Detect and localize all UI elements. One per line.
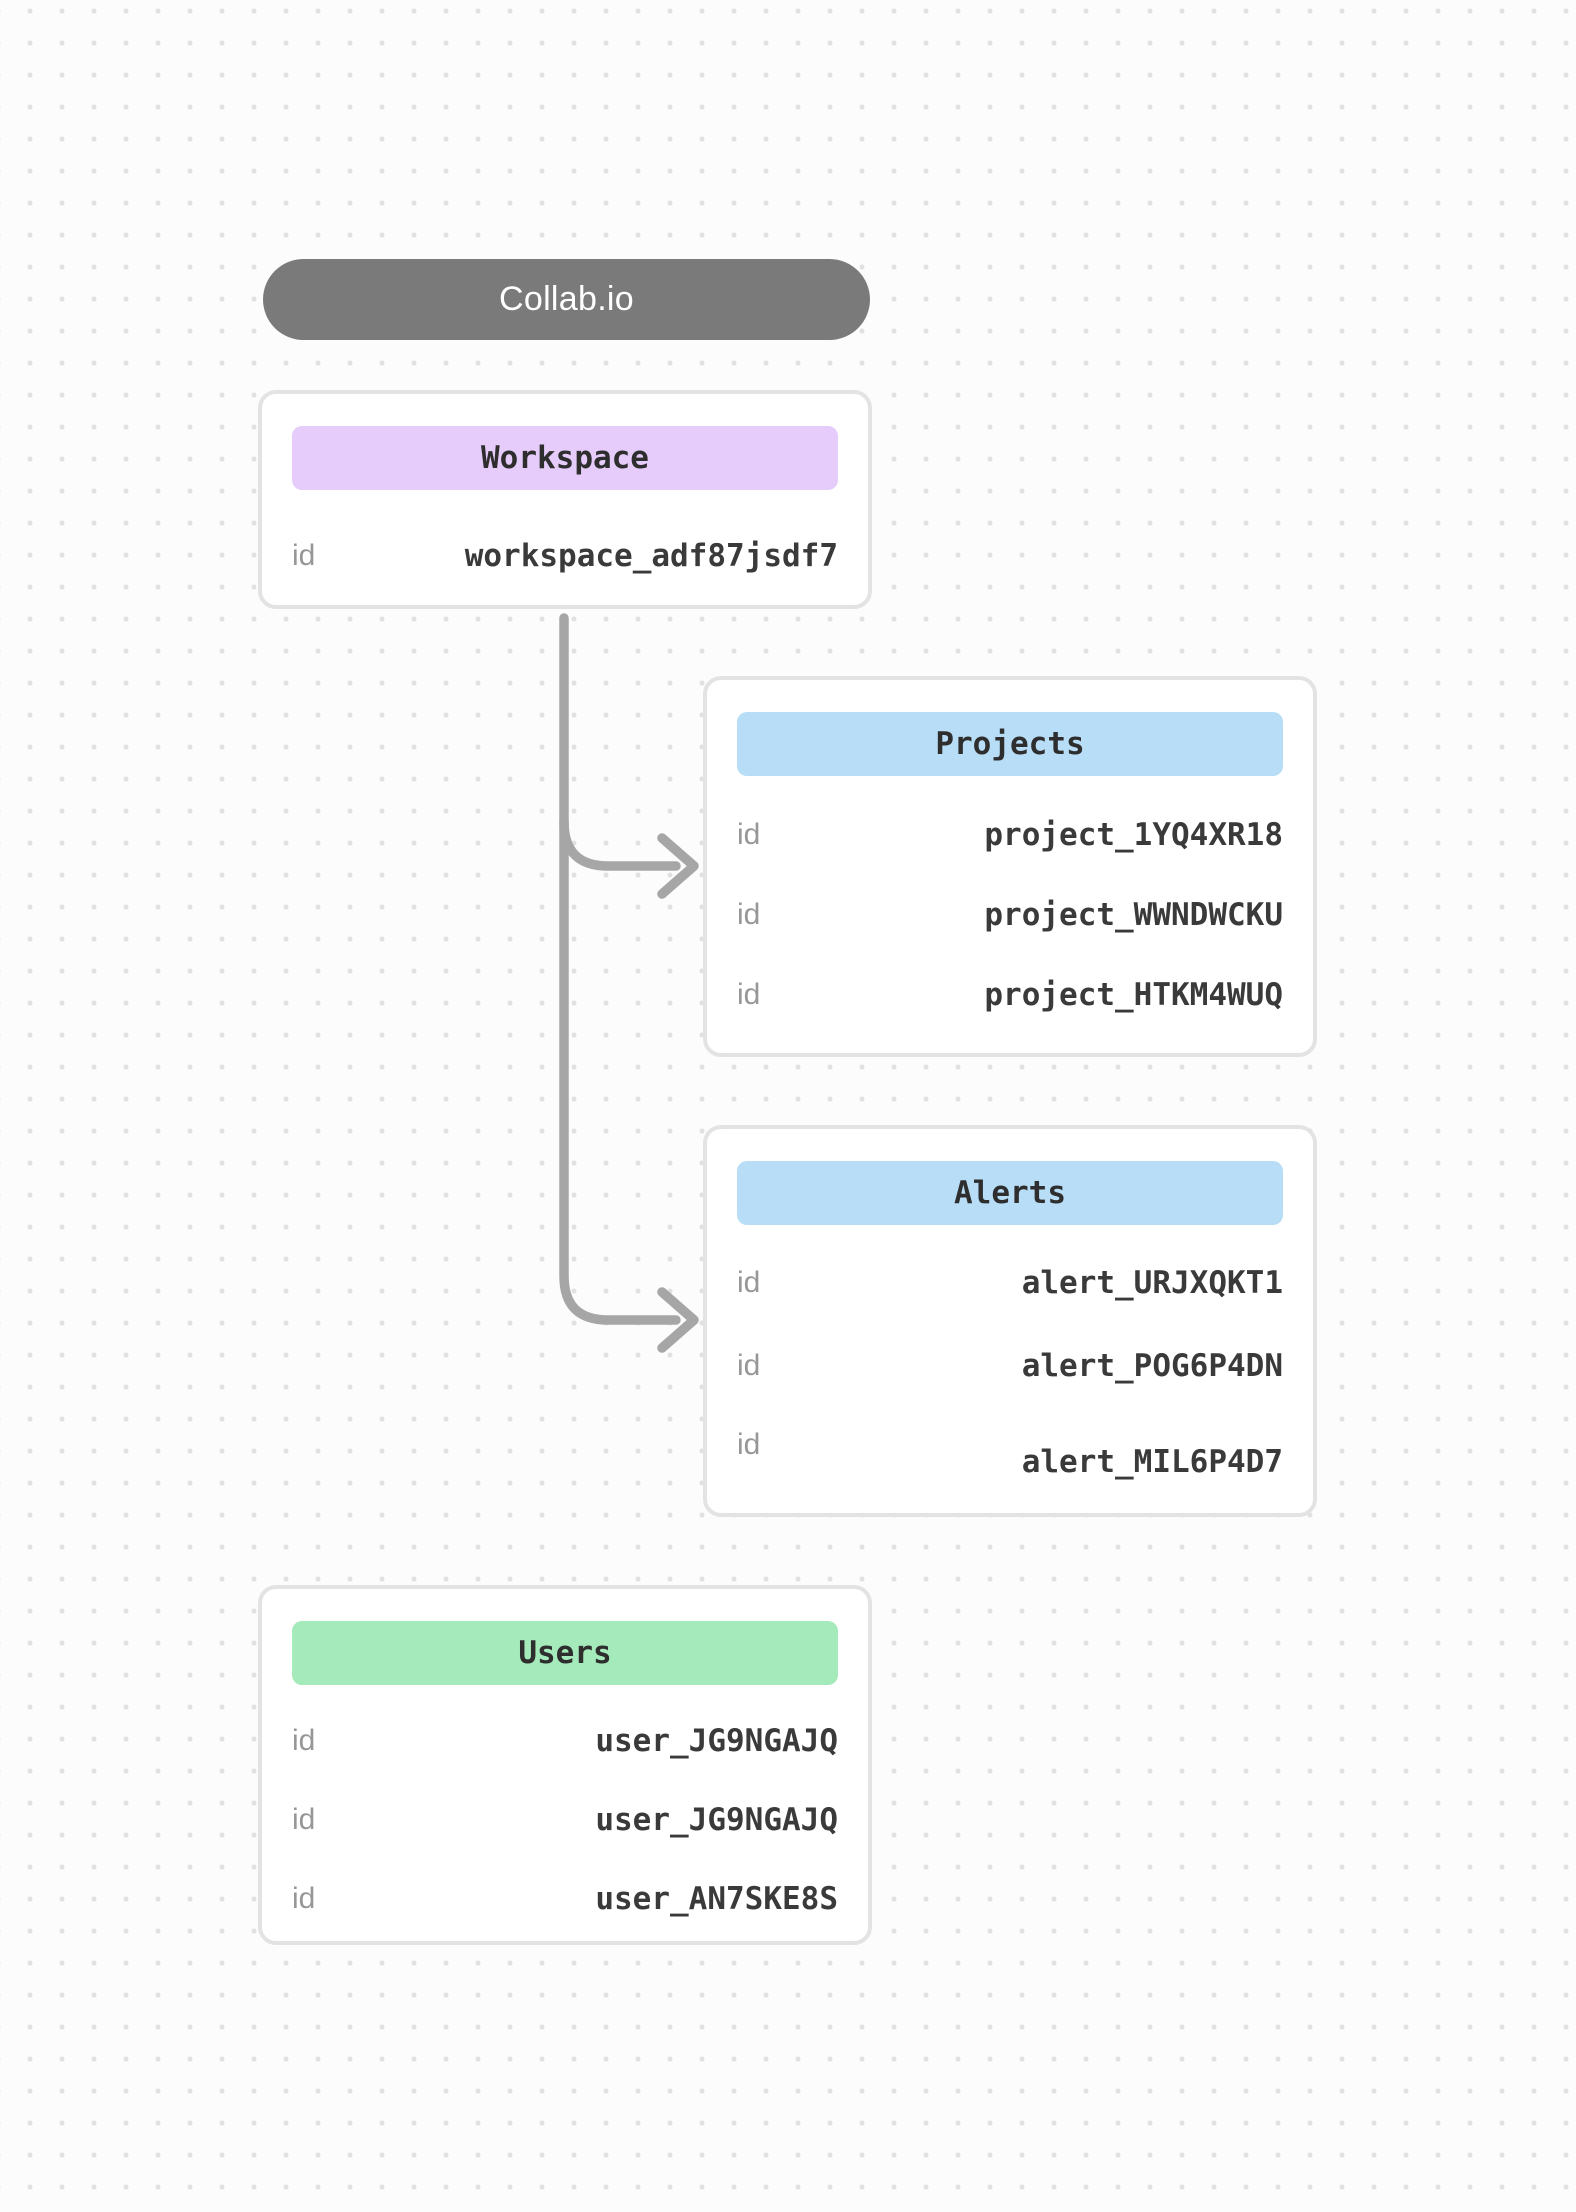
users-card-rows: id user_JG9NGAJQ id user_JG9NGAJQ id use…: [292, 1701, 838, 1938]
field-key: id: [737, 978, 761, 1011]
workspace-card-rows: id workspace_adf87jsdf7: [292, 516, 838, 596]
table-row: id user_JG9NGAJQ: [292, 1780, 838, 1859]
alerts-card-rows: id alert_URJXQKT1 id alert_POG6P4DN id a…: [737, 1241, 1283, 1490]
connector-line-workspace-to-projects: [559, 817, 681, 871]
field-key: id: [292, 1802, 316, 1836]
field-key: id: [737, 898, 761, 931]
table-row: id alert_URJXQKT1: [737, 1241, 1283, 1324]
table-row: id project_HTKM4WUQ: [737, 955, 1283, 1035]
alerts-card[interactable]: Alerts id alert_URJXQKT1 id alert_POG6P4…: [703, 1125, 1317, 1517]
field-key: id: [292, 1723, 316, 1757]
field-value: project_WWNDWCKU: [984, 897, 1283, 933]
field-value: project_1YQ4XR18: [984, 817, 1283, 853]
workspace-card-header: Workspace: [292, 426, 838, 490]
field-key: id: [292, 1881, 316, 1915]
field-value: user_JG9NGAJQ: [595, 1801, 838, 1838]
app-title: Collab.io: [499, 280, 634, 318]
table-row: id workspace_adf87jsdf7: [292, 516, 838, 596]
arrowhead-right-icon: [657, 833, 699, 899]
field-value: user_AN7SKE8S: [595, 1880, 838, 1917]
projects-card-header: Projects: [737, 712, 1283, 776]
alerts-card-header: Alerts: [737, 1161, 1283, 1225]
arrowhead-right-icon: [657, 1287, 699, 1353]
connector-line-workspace-to-alerts: [559, 613, 681, 1325]
field-key: id: [737, 818, 761, 851]
field-value: workspace_adf87jsdf7: [464, 538, 838, 574]
projects-card-rows: id project_1YQ4XR18 id project_WWNDWCKU …: [737, 795, 1283, 1035]
field-value: alert_URJXQKT1: [1021, 1264, 1283, 1301]
field-key: id: [737, 1427, 761, 1461]
table-row: id project_WWNDWCKU: [737, 875, 1283, 955]
workspace-card[interactable]: Workspace id workspace_adf87jsdf7: [258, 390, 872, 609]
table-row: id user_AN7SKE8S: [292, 1859, 838, 1938]
field-value: user_JG9NGAJQ: [595, 1722, 838, 1759]
field-value: alert_MIL6P4D7: [1021, 1443, 1283, 1480]
users-card[interactable]: Users id user_JG9NGAJQ id user_JG9NGAJQ …: [258, 1585, 872, 1945]
users-card-header: Users: [292, 1621, 838, 1685]
table-row: id project_1YQ4XR18: [737, 795, 1283, 875]
table-row: id alert_POG6P4DN: [737, 1324, 1283, 1407]
field-key: id: [737, 1265, 761, 1299]
table-row: id user_JG9NGAJQ: [292, 1701, 838, 1780]
field-value: alert_POG6P4DN: [1021, 1347, 1283, 1384]
projects-card[interactable]: Projects id project_1YQ4XR18 id project_…: [703, 676, 1317, 1057]
app-title-pill[interactable]: Collab.io: [263, 259, 870, 340]
field-value: project_HTKM4WUQ: [984, 977, 1283, 1013]
field-key: id: [737, 1348, 761, 1382]
field-key: id: [292, 539, 316, 572]
table-row: id alert_MIL6P4D7: [737, 1407, 1283, 1490]
